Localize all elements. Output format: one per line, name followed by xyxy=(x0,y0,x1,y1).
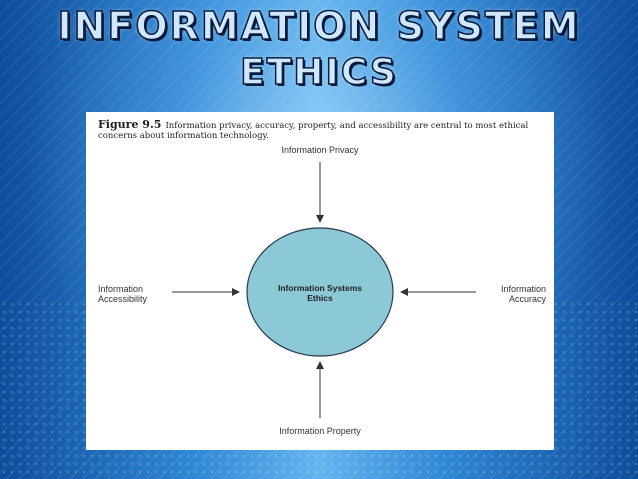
figure-caption-label: Figure 9.5 xyxy=(98,118,162,131)
node-information-accessibility: Information Accessibility xyxy=(98,284,178,304)
center-label-line-2: Ethics xyxy=(307,293,333,303)
node-information-privacy: Information Privacy xyxy=(281,145,359,155)
slide-title-line-1: INFORMATION SYSTEM xyxy=(57,3,581,49)
ethics-diagram xyxy=(172,162,476,418)
figure-caption-text: Information privacy, accuracy, property,… xyxy=(98,121,529,141)
node-accessibility-line-2: Accessibility xyxy=(98,294,148,304)
center-ellipse xyxy=(246,227,394,357)
slide-title-line-2: ETHICS xyxy=(239,51,398,94)
center-label-line-1: Information Systems xyxy=(277,283,363,293)
node-accessibility-line-1: Information xyxy=(98,284,144,294)
node-information-property: Information Property xyxy=(279,426,361,436)
center-label: Information Systems Ethics xyxy=(258,283,382,303)
node-accuracy-line-2: Accuracy xyxy=(508,294,546,304)
node-accuracy-line-1: Information xyxy=(500,284,546,294)
node-information-accuracy: Information Accuracy xyxy=(468,284,546,304)
